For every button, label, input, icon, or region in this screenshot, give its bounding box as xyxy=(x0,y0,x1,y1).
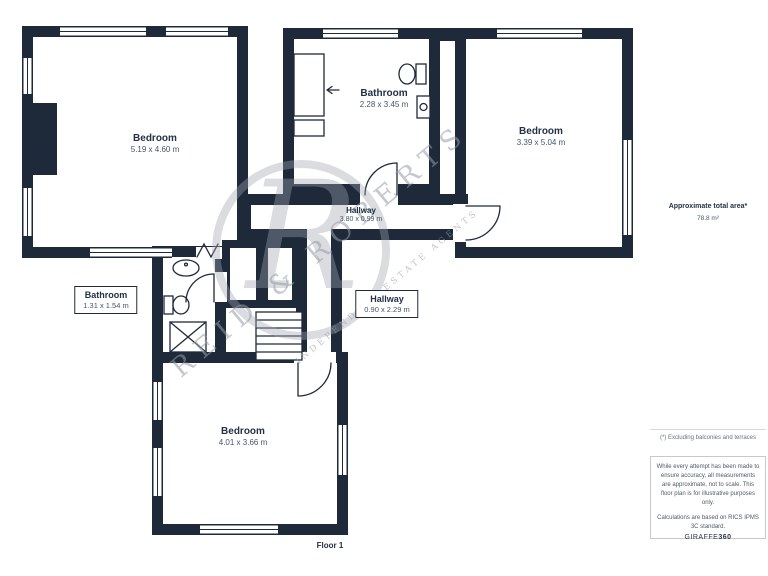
toilet-icon xyxy=(163,295,190,315)
room-dims: 3.80 x 0.99 m xyxy=(339,216,383,223)
window xyxy=(90,247,172,258)
room-dims: 1.31 x 1.54 m xyxy=(83,301,129,310)
wall-filler xyxy=(429,28,466,41)
window xyxy=(497,28,582,39)
door-arc xyxy=(297,362,332,397)
total-area-title: Approximate total area* xyxy=(668,203,748,210)
sidebar-divider xyxy=(650,429,766,430)
window xyxy=(152,382,163,420)
room-name: Hallway xyxy=(370,294,404,304)
disclaimer-box: While every attempt has been made to ens… xyxy=(650,456,766,539)
standard-text: Calculations are based on RICS IPMS 3C s… xyxy=(657,515,759,530)
room-dims: 2.28 x 3.45 m xyxy=(359,100,409,109)
sink-icon xyxy=(172,259,200,277)
room-dims: 5.19 x 4.60 m xyxy=(130,145,180,154)
stairs-icon xyxy=(255,311,303,361)
door-arc xyxy=(185,273,215,303)
window xyxy=(152,448,163,496)
label-box-hallway-small: Hallway 0.90 x 2.29 m xyxy=(355,290,419,318)
sidebar: Approximate total area* 78.8 m² (*) Excl… xyxy=(648,0,768,576)
window xyxy=(22,58,33,94)
bifold-door-icon xyxy=(196,242,219,259)
room-name: Bathroom xyxy=(360,88,408,99)
label-box-bathroom-small: Bathroom 1.31 x 1.54 m xyxy=(74,286,138,314)
room-label-bedroom-bottom: Bedroom 4.01 x 3.66 m xyxy=(219,426,267,447)
room-label-bathroom-top: Bathroom 2.28 x 3.45 m xyxy=(360,88,408,109)
floor-label: Floor 1 xyxy=(316,541,344,550)
door-opening xyxy=(307,229,331,241)
disclaimer-text: While every attempt has been made to ens… xyxy=(656,464,760,506)
window xyxy=(22,188,33,236)
room-dims: 0.90 x 2.29 m xyxy=(364,305,410,314)
room-name: Bedroom xyxy=(519,126,563,137)
total-area-value: 78.8 m² xyxy=(696,215,720,222)
door-opening xyxy=(294,352,336,364)
room-bedroom-bottom xyxy=(152,352,348,535)
shower-closet-icon xyxy=(293,53,325,117)
room-label-bedroom-top-left: Bedroom 5.19 x 4.60 m xyxy=(131,133,179,154)
door-opening xyxy=(215,272,227,302)
room-bedroom-top-right xyxy=(455,28,633,258)
toilet-icon xyxy=(398,63,427,85)
total-area-block: Approximate total area* 78.8 m² xyxy=(648,203,768,222)
closet-right xyxy=(260,240,300,308)
window xyxy=(60,26,146,37)
brand-name: GIRAFFE xyxy=(684,534,719,541)
window xyxy=(200,524,278,535)
door-opening xyxy=(453,204,468,242)
door-opening xyxy=(360,184,398,206)
room-label-hallway-main: Hallway 3.80 x 0.99 m xyxy=(340,206,382,223)
shelf-icon xyxy=(293,119,325,137)
window xyxy=(323,28,398,39)
sink-icon xyxy=(416,95,431,119)
door-arc xyxy=(364,162,398,196)
room-dims: 4.01 x 3.66 m xyxy=(218,438,268,447)
room-name: Bedroom xyxy=(133,133,177,144)
area-footnote: (*) Excluding balconies and terraces xyxy=(659,435,757,441)
room-label-bedroom-top-right: Bedroom 3.39 x 5.04 m xyxy=(517,126,565,147)
door-arc xyxy=(465,205,501,241)
room-name: Hallway xyxy=(346,206,376,215)
room-name: Bathroom xyxy=(84,290,128,300)
window xyxy=(337,425,348,475)
room-name: Bedroom xyxy=(221,426,265,437)
room-dims: 3.39 x 5.04 m xyxy=(516,138,566,147)
window xyxy=(166,26,228,37)
door-arrow-icon xyxy=(326,85,340,95)
shower-icon xyxy=(169,321,207,353)
chimney-breast xyxy=(33,103,57,175)
brand-number: 360 xyxy=(718,534,732,541)
window xyxy=(622,140,633,235)
brand-logo: GIRAFFE360 xyxy=(648,534,768,541)
